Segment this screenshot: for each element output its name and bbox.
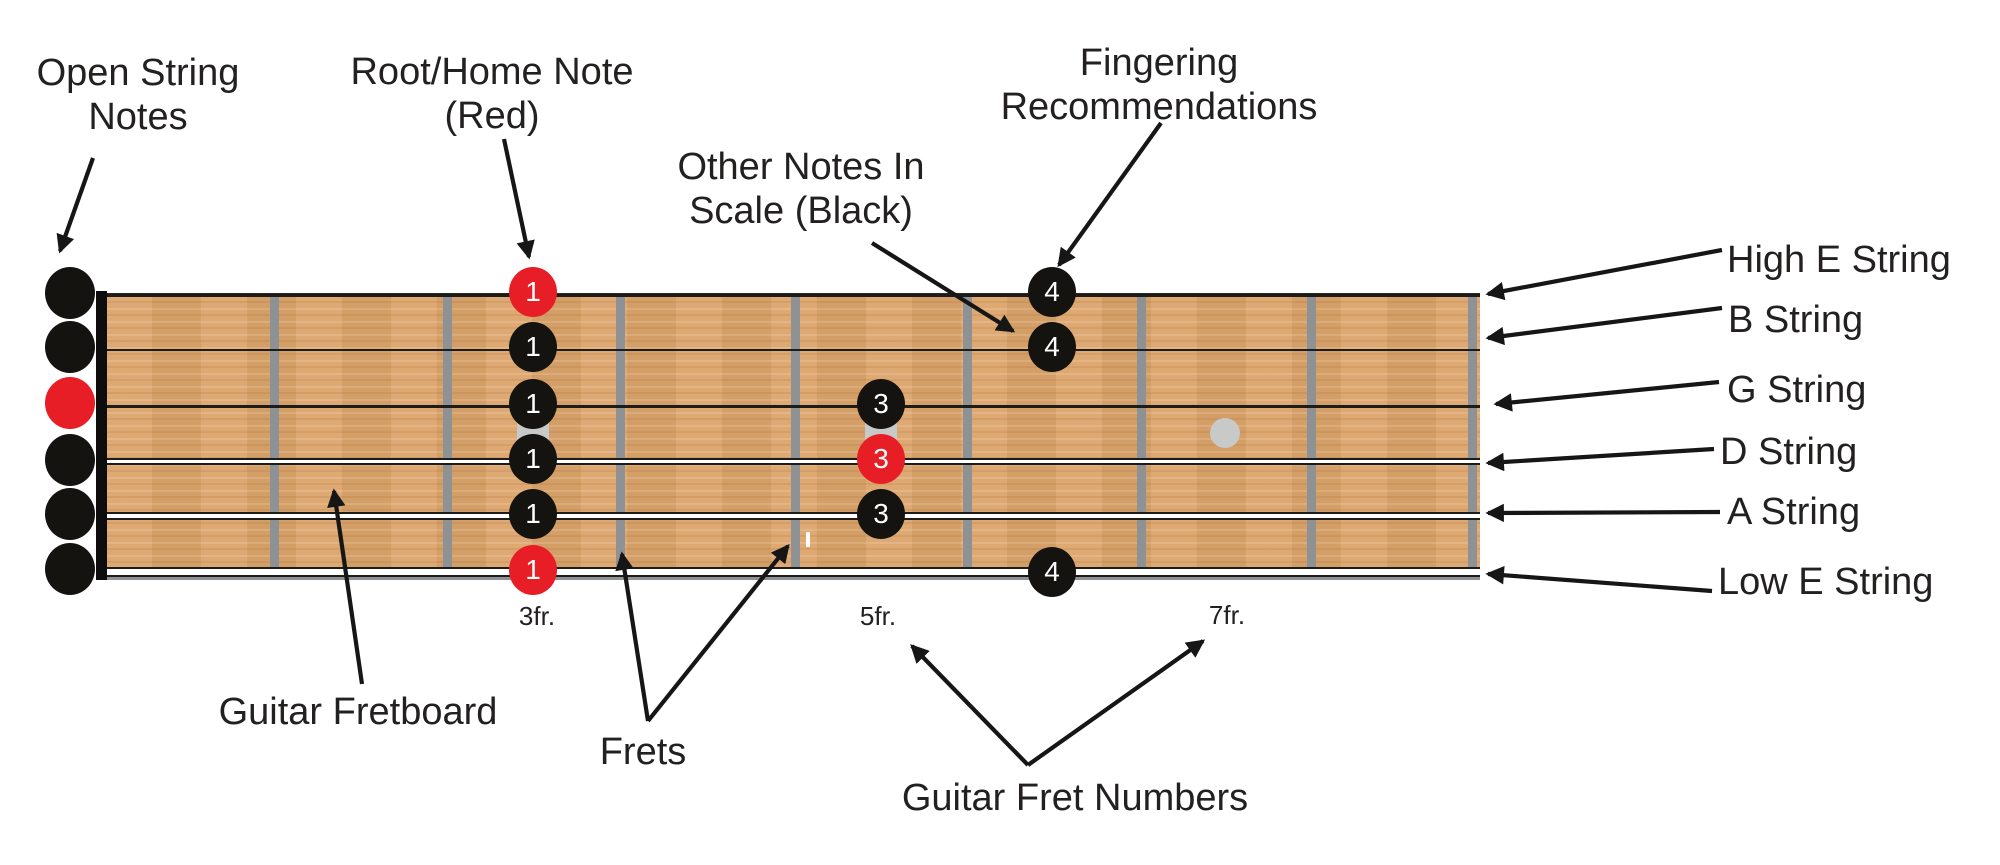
annotation-fingering-line: Fingering bbox=[1079, 42, 1239, 84]
root-home-note-arrow bbox=[501, 138, 535, 260]
finger-number: 1 bbox=[525, 331, 541, 362]
guitar-string-b bbox=[106, 349, 1480, 351]
open-string-notes-arrow bbox=[56, 157, 95, 254]
finger-number: 3 bbox=[873, 388, 889, 419]
fret-wire bbox=[1467, 295, 1477, 577]
annotation-root-home-note-line: Root/Home Note bbox=[350, 51, 634, 93]
annotation-root-home-note: Root/Home Note(Red) bbox=[350, 50, 633, 138]
open-note-d bbox=[45, 434, 95, 486]
root-note-high-e-finger-1: 1 bbox=[509, 267, 557, 317]
fretboard bbox=[106, 293, 1480, 580]
finger-number: 4 bbox=[1044, 556, 1060, 587]
finger-number: 1 bbox=[525, 388, 541, 419]
scale-note-g-finger-1: 1 bbox=[509, 379, 557, 429]
a-string-arrow bbox=[1485, 503, 1721, 523]
fret-wire bbox=[1136, 295, 1146, 577]
string-label-d: D String bbox=[1720, 431, 1858, 473]
annotation-open-string-notes-line: Notes bbox=[88, 96, 188, 138]
fret-marker-inlay-icon bbox=[1210, 418, 1240, 448]
finger-number: 1 bbox=[525, 443, 541, 474]
fret-wire bbox=[1306, 295, 1316, 577]
scale-note-a-finger-1: 1 bbox=[509, 489, 557, 539]
b-string-arrow bbox=[1485, 305, 1723, 346]
guitar-string-g bbox=[106, 404, 1480, 408]
root-note-low-e-finger-1: 1 bbox=[509, 545, 557, 595]
fret-wire bbox=[615, 295, 625, 577]
annotation-frets-line: Frets bbox=[599, 731, 687, 773]
annotation-other-notes-line: Other Notes In bbox=[677, 146, 925, 188]
scale-note-b-finger-4: 4 bbox=[1028, 322, 1076, 372]
high-e-string-arrow bbox=[1485, 247, 1723, 301]
fret-wire bbox=[962, 295, 972, 577]
root-note-d-finger-3: 3 bbox=[857, 434, 905, 484]
string-label-a: A String bbox=[1727, 491, 1861, 533]
fret-number-label: 3fr. bbox=[518, 601, 556, 631]
string-label-high-e: High E String bbox=[1727, 239, 1951, 281]
finger-number: 4 bbox=[1044, 331, 1060, 362]
string-label-g: G String bbox=[1727, 369, 1867, 411]
annotation-guitar-fret-numbers-line: Guitar Fret Numbers bbox=[901, 777, 1249, 819]
fret-wire bbox=[442, 295, 452, 577]
scale-note-high-e-finger-4: 4 bbox=[1028, 267, 1076, 317]
open-note-low-e bbox=[45, 543, 95, 595]
scale-note-d-finger-1: 1 bbox=[509, 434, 557, 484]
string-label-low-e: Low E String bbox=[1718, 561, 1934, 603]
finger-number: 3 bbox=[873, 443, 889, 474]
fret-number-label: 7fr. bbox=[1208, 600, 1246, 630]
annotation-guitar-fretboard-line: Guitar Fretboard bbox=[218, 691, 498, 733]
fret-wire bbox=[790, 295, 800, 577]
annotation-guitar-fretboard: Guitar Fretboard bbox=[219, 690, 498, 734]
scale-note-a-finger-3: 3 bbox=[857, 489, 905, 539]
annotation-other-notes-line: Scale (Black) bbox=[689, 190, 913, 232]
annotation-frets: Frets bbox=[600, 730, 687, 774]
fret-numbers-arrow-right bbox=[1026, 639, 1206, 767]
low-e-string-arrow bbox=[1485, 565, 1713, 594]
d-string-arrow bbox=[1485, 446, 1715, 472]
finger-number: 1 bbox=[525, 498, 541, 529]
fret-numbers-arrow-left bbox=[910, 644, 1030, 767]
annotation-root-home-note-line: (Red) bbox=[444, 95, 540, 137]
g-string-arrow bbox=[1493, 379, 1720, 412]
scale-note-g-finger-3: 3 bbox=[857, 379, 905, 429]
fret-wire bbox=[269, 295, 279, 577]
fret-tick-mark bbox=[806, 532, 810, 547]
guitar-string-a bbox=[106, 512, 1480, 520]
fingering-arrow bbox=[1057, 121, 1163, 268]
open-note-a bbox=[45, 488, 95, 540]
scale-note-low-e-finger-4: 4 bbox=[1028, 547, 1076, 597]
open-note-b bbox=[45, 321, 95, 373]
open-note-high-e bbox=[45, 267, 95, 319]
finger-number: 1 bbox=[525, 554, 541, 585]
nut bbox=[96, 291, 107, 580]
annotation-open-string-notes-line: Open String bbox=[36, 52, 240, 94]
open-note-g-root bbox=[45, 377, 95, 429]
finger-number: 4 bbox=[1044, 276, 1060, 307]
scale-note-b-finger-1: 1 bbox=[509, 322, 557, 372]
annotation-guitar-fret-numbers: Guitar Fret Numbers bbox=[902, 776, 1248, 820]
guitar-string-low-e bbox=[106, 567, 1480, 577]
fret-number-label: 5fr. bbox=[859, 601, 897, 631]
annotation-fingering-line: Recommendations bbox=[1000, 86, 1318, 128]
guitar-string-d bbox=[106, 457, 1480, 465]
string-label-b: B String bbox=[1728, 299, 1864, 341]
finger-number: 3 bbox=[873, 498, 889, 529]
finger-number: 1 bbox=[525, 276, 541, 307]
guitar-string-high-e bbox=[106, 294, 1480, 297]
